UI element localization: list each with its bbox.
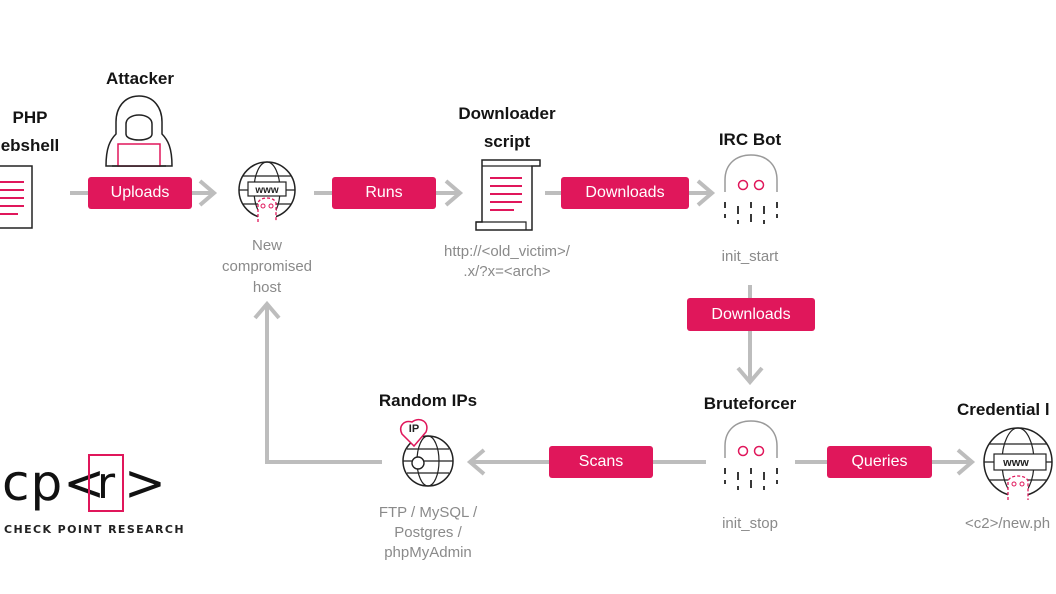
downloader-title-2: script	[483, 132, 531, 151]
bruteforcer-caption: init_stop	[722, 515, 778, 532]
edge-label-scans: Scans	[549, 446, 653, 478]
ip-badge: IP	[408, 423, 420, 435]
edge-label-runs: Runs	[332, 177, 436, 209]
downloader-caption-1: http://<old_victim>/	[444, 243, 570, 260]
svg-text:www: www	[1002, 457, 1029, 469]
downloader-caption-2: .x/?x=<arch>	[463, 263, 551, 280]
arrow-downloads-1-head	[696, 179, 716, 207]
php-webshell-title-1: PHP	[12, 108, 48, 127]
globe-icon	[400, 418, 454, 487]
host-caption-2: compromised	[221, 258, 313, 275]
credential-title: Credential l	[957, 400, 1050, 419]
arrow-runs-head	[444, 179, 464, 207]
edge-label-queries: Queries	[827, 446, 932, 478]
globe-icon: www	[238, 161, 296, 222]
logo-subtitle: CHECK POINT RESEARCH	[4, 523, 185, 536]
edge-label-downloads-1: Downloads	[561, 177, 689, 209]
arrow-scans-head	[466, 448, 486, 476]
arrow-queries-head	[956, 448, 976, 476]
document-icon	[475, 159, 541, 231]
random-ips-caption-1: FTP / MySQL /	[378, 504, 478, 521]
downloader-title-1: Downloader	[458, 104, 556, 123]
arrow-loop-back-head	[253, 300, 281, 320]
arrow-uploads-head	[198, 179, 218, 207]
logo-text-r: r	[96, 457, 116, 509]
random-ips-caption-3: phpMyAdmin	[384, 544, 472, 561]
logo-text-left: cp<	[2, 454, 107, 512]
logo-r-box: r	[88, 454, 124, 512]
random-ips-title: Random IPs	[378, 391, 478, 410]
svg-text:www: www	[254, 185, 279, 196]
irc-bot-caption: init_start	[721, 248, 779, 265]
host-caption-1: New	[251, 237, 282, 254]
host-caption-3: host	[252, 279, 282, 296]
globe-icon: www	[983, 427, 1053, 500]
arrow-loop-back	[265, 306, 382, 464]
ghost-icon	[724, 154, 778, 224]
hacker-icon	[105, 95, 173, 167]
document-icon	[0, 165, 33, 229]
random-ips-caption-2: Postgres /	[394, 524, 462, 541]
edge-label-downloads-2: Downloads	[687, 298, 815, 331]
irc-bot-title: IRC Bot	[718, 130, 782, 149]
php-webshell-title-2: ebshell	[0, 136, 60, 155]
arrow-downloads-2-head	[736, 366, 764, 386]
bruteforcer-title: Bruteforcer	[703, 394, 797, 413]
ghost-icon	[724, 420, 778, 490]
credential-caption: <c2>/new.ph	[965, 515, 1051, 532]
attacker-title: Attacker	[105, 69, 175, 88]
logo-text-right: >	[124, 454, 167, 512]
edge-label-uploads: Uploads	[88, 177, 192, 209]
